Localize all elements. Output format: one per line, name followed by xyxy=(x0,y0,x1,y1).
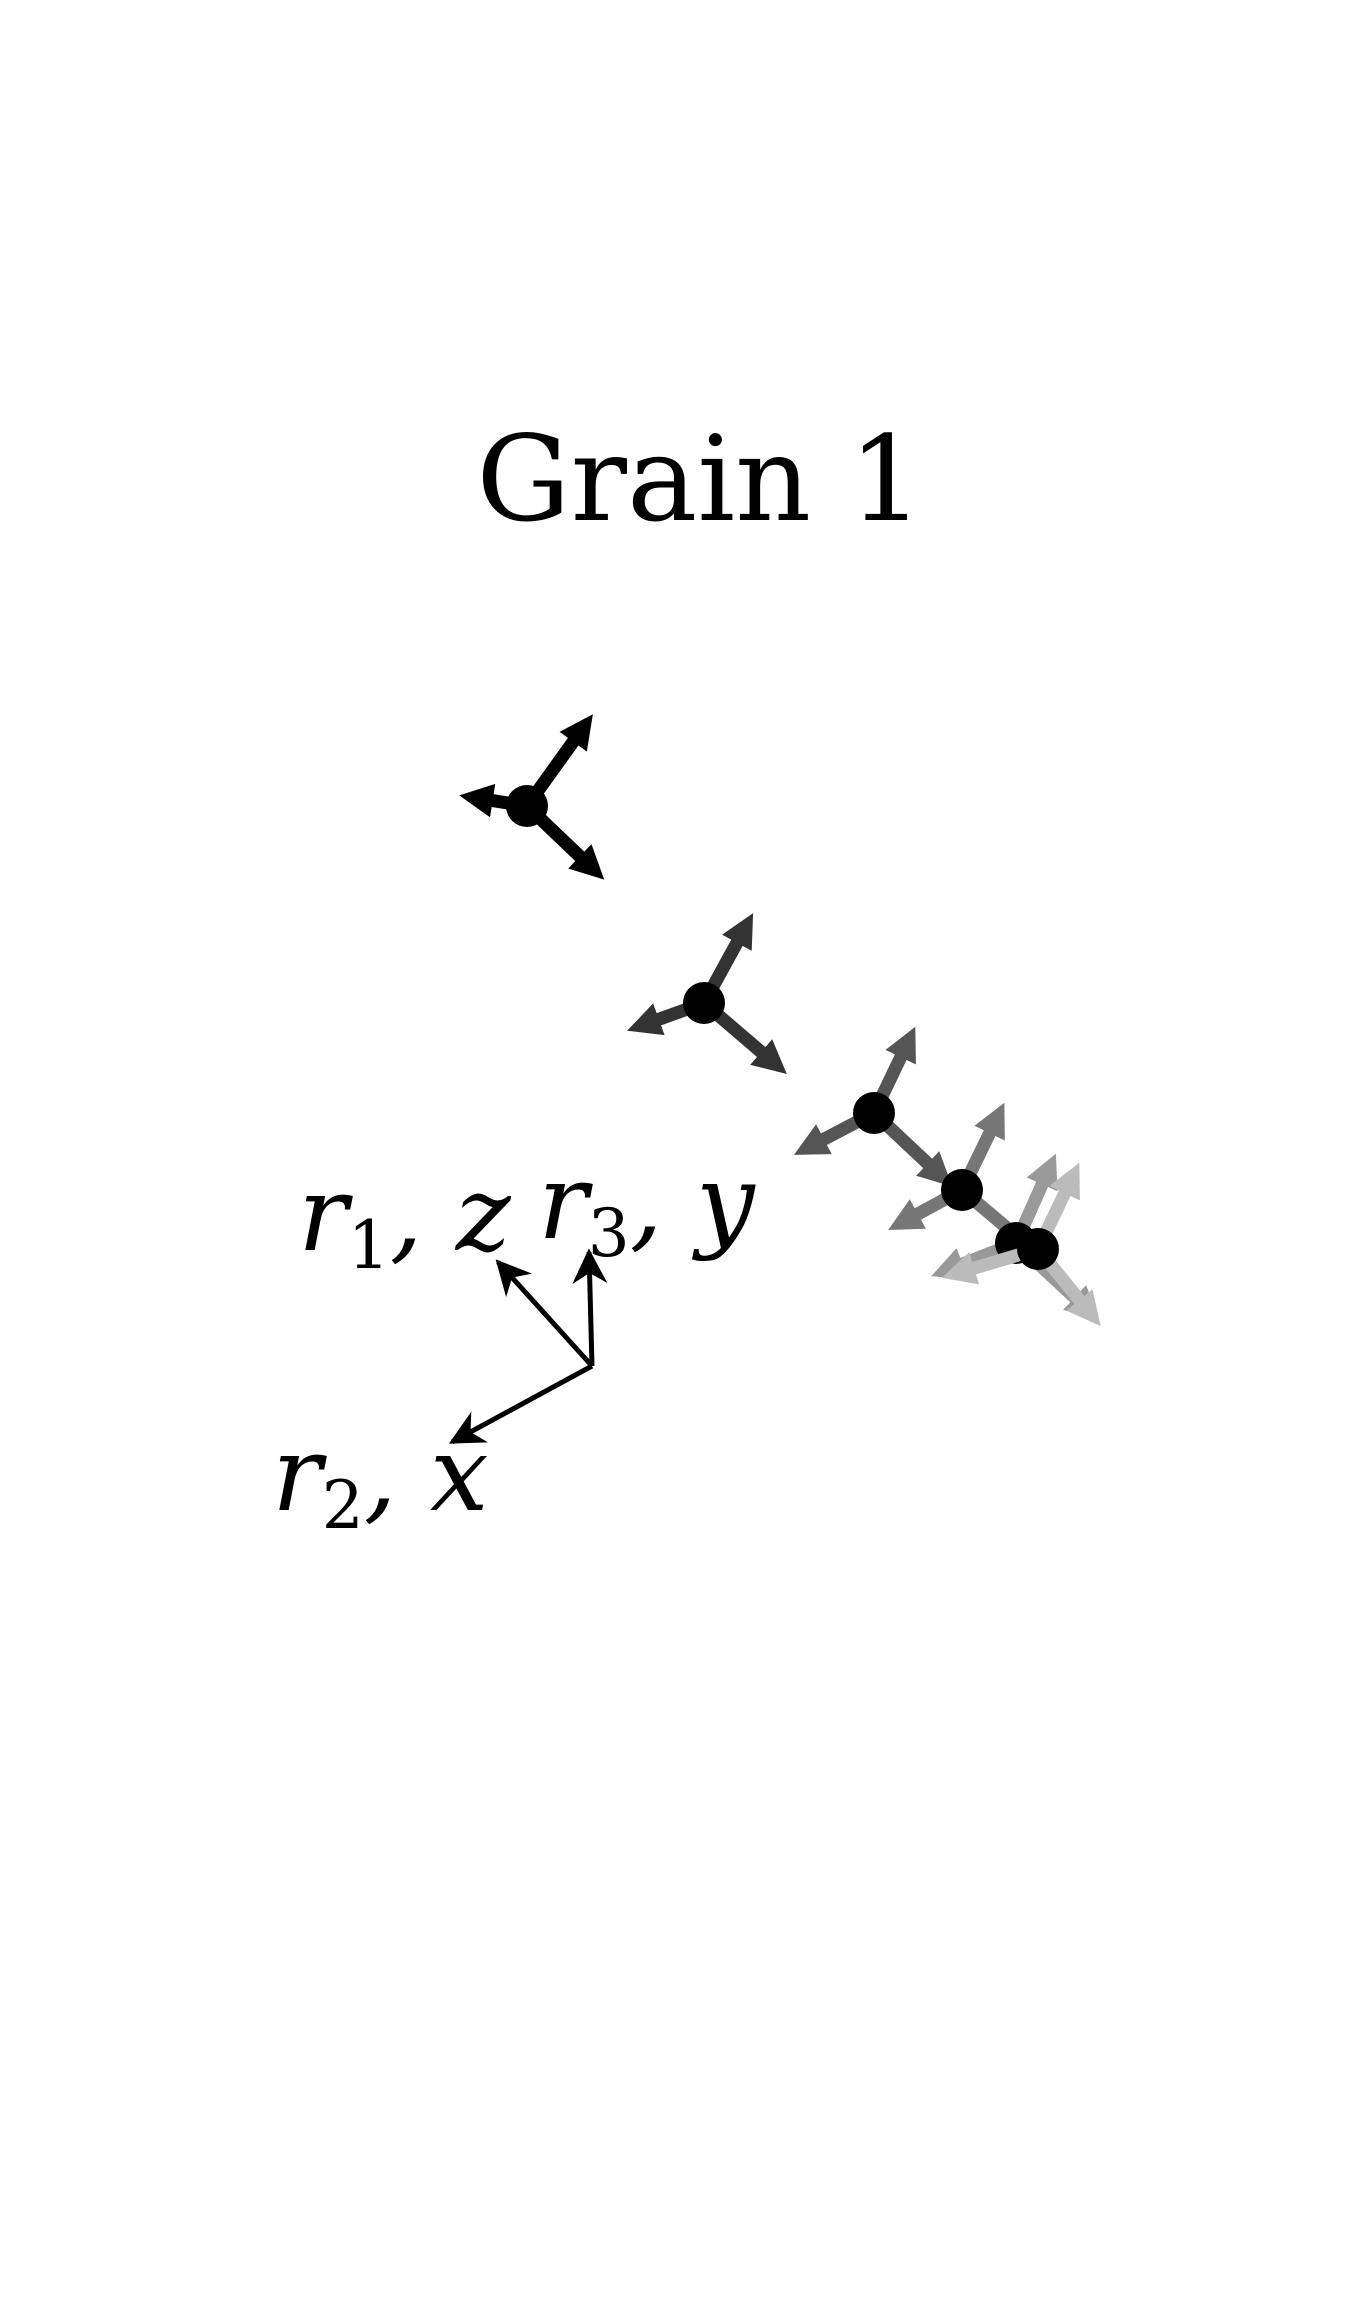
orientation-frame-1 xyxy=(459,714,605,880)
reference-axes xyxy=(448,1248,608,1445)
frame-2-node xyxy=(683,982,725,1024)
orientation-frames xyxy=(459,714,1101,1327)
reference-axis-r2-x xyxy=(448,1363,594,1445)
axis-label-r3-y: r3, y xyxy=(538,1141,756,1272)
orientation-frame-6 xyxy=(941,1162,1101,1327)
diagram-title: Grain 1 xyxy=(476,410,923,548)
frame-4-node xyxy=(941,1169,983,1211)
orientation-frame-3 xyxy=(794,1026,953,1187)
reference-axis-r1-z xyxy=(495,1259,594,1368)
reference-axis-r3-y xyxy=(572,1248,608,1367)
frame-3-node xyxy=(853,1092,895,1134)
orientation-frame-2 xyxy=(627,913,787,1074)
axis-label-r1-z: r1, z xyxy=(298,1153,512,1284)
frame-6-node xyxy=(1017,1228,1059,1270)
frame-1-node xyxy=(506,785,548,827)
axis-label-r2-x: r2, x xyxy=(272,1413,489,1544)
